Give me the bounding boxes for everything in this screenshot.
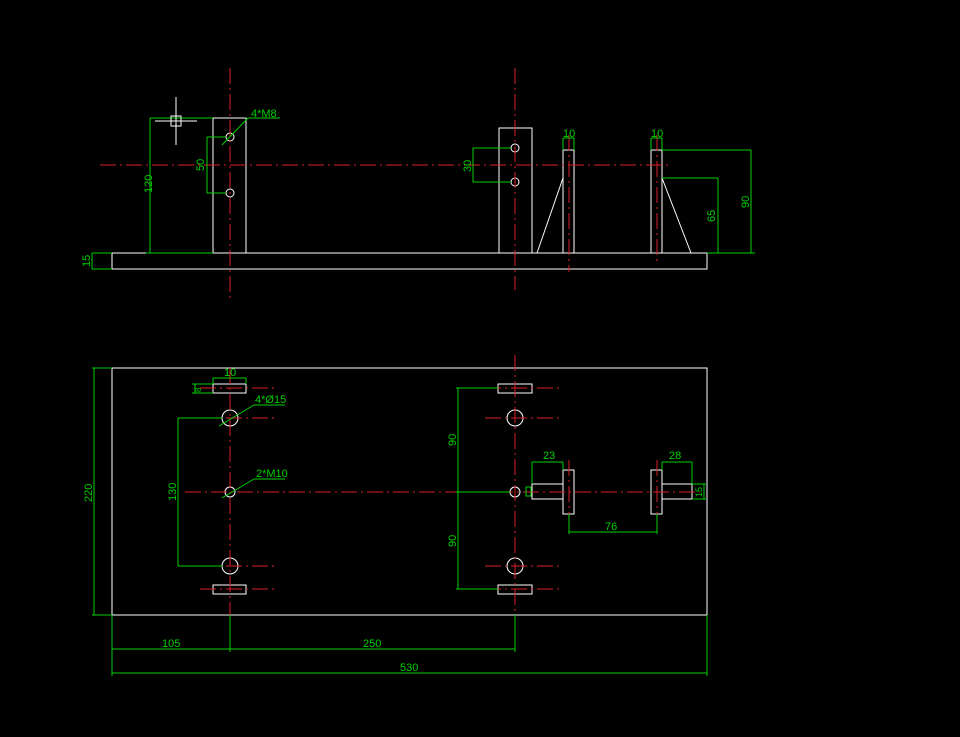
label-d-90-a: 90 (447, 434, 459, 446)
front-centerlines (100, 68, 670, 302)
front-dimension-texts: 4*M8 120 50 15 30 10 10 65 90 (81, 108, 752, 267)
top-dimension-texts: 4*Ø15 2*M10 10 8 220 130 90 90 23 28 76 … (83, 367, 704, 674)
label-h-15: 15 (81, 255, 93, 267)
label-w-8: 8 (194, 387, 203, 392)
label-h-120: 120 (143, 175, 155, 193)
top-dimension-lines (92, 367, 708, 676)
label-d-105: 105 (162, 638, 180, 650)
label-h-50: 50 (195, 159, 207, 171)
front-rib-2 (661, 177, 692, 254)
label-d-28: 28 (669, 450, 681, 462)
label-d-530: 530 (400, 662, 418, 674)
label-h-30: 30 (462, 160, 474, 172)
label-d-90-b: 90 (447, 535, 459, 547)
top-base-plate (111, 367, 708, 616)
front-view (111, 117, 708, 270)
label-d-76: 76 (605, 521, 617, 533)
label-hole-d15: 4*Ø15 (255, 394, 286, 406)
label-d-130: 130 (167, 483, 179, 501)
label-d-250: 250 (363, 638, 381, 650)
top-view (111, 367, 708, 616)
label-d-15: 15 (694, 487, 704, 497)
label-w-10-top: 10 (224, 367, 236, 379)
crosshair-cursor-icon (155, 97, 197, 145)
label-thread-m10: 2*M10 (256, 468, 288, 480)
label-h-90: 90 (740, 196, 752, 208)
label-h-65: 65 (706, 210, 718, 222)
label-d-220: 220 (83, 484, 95, 502)
label-thread-m8: 4*M8 (251, 108, 277, 120)
front-dimension-lines (91, 117, 755, 270)
label-w-10-a: 10 (563, 128, 575, 140)
front-rib-1 (536, 177, 564, 254)
front-base-plate (111, 252, 708, 270)
label-d-23: 23 (543, 450, 555, 462)
label-w-10-b: 10 (651, 128, 663, 140)
